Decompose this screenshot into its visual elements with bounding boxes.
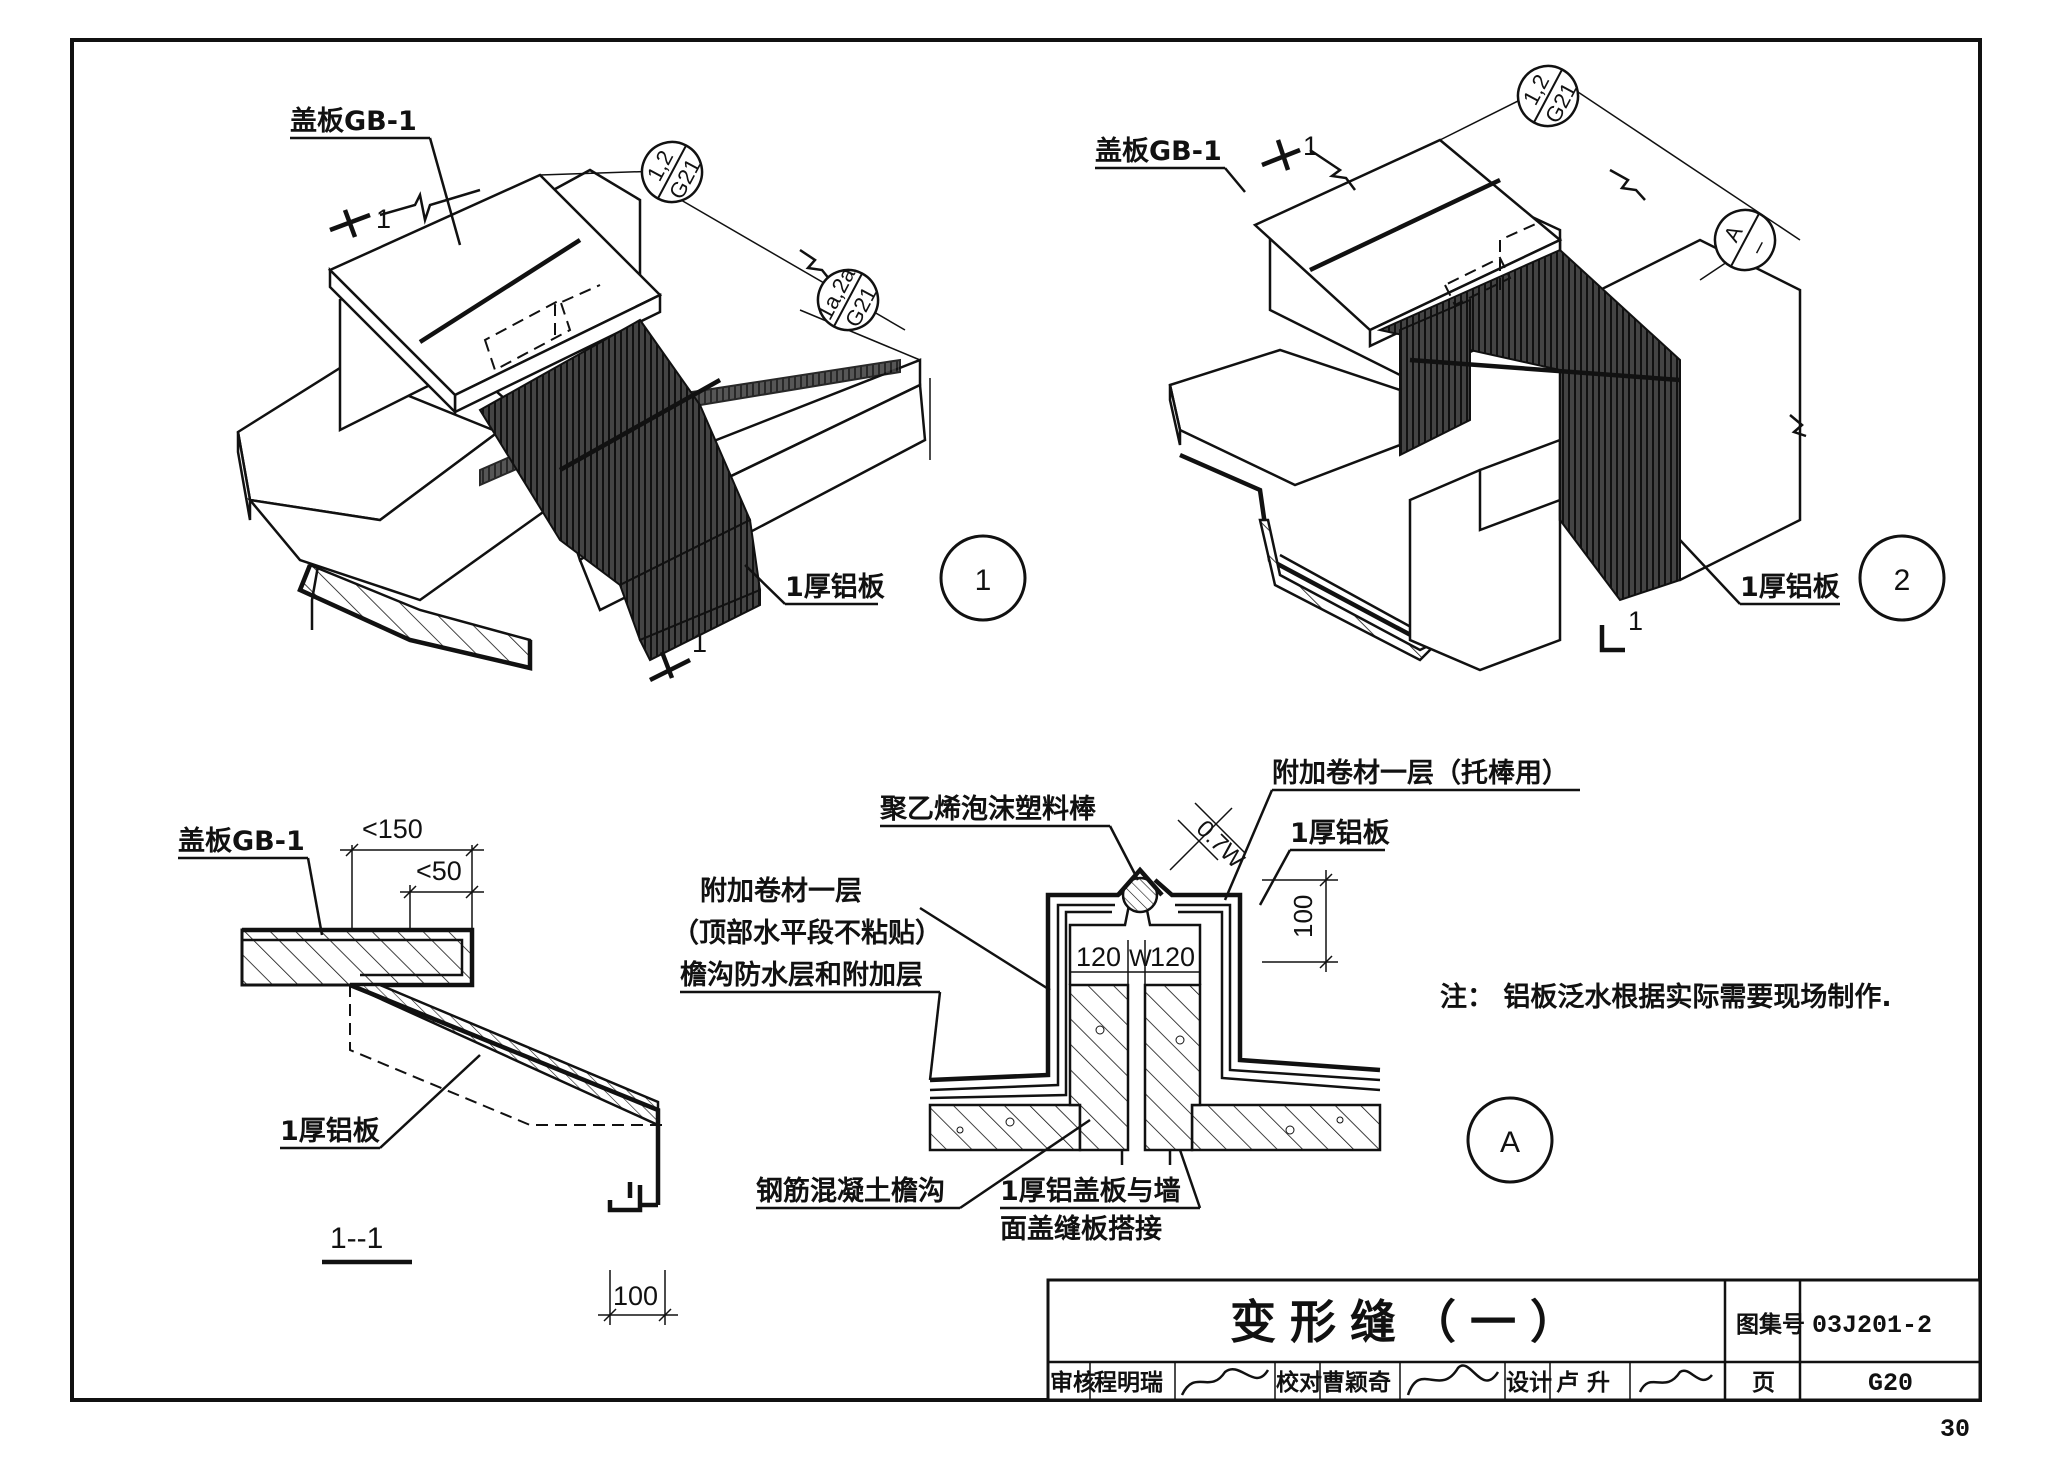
label-rc-gutter: 钢筋混凝土檐沟: [756, 1175, 945, 1207]
title-block-page-label: 页: [1752, 1370, 1775, 1396]
label-cover-plate-1: 盖板GB-1: [290, 106, 417, 137]
detail-2-isometric: 1 1: [1168, 79, 1807, 672]
label-alu-2: 1厚铝板: [1740, 572, 1840, 603]
title-block-atlas-label: 图集号: [1736, 1311, 1805, 1338]
label-cover-plate-2: 盖板GB-1: [1095, 136, 1222, 167]
detail-marker-2: 2: [1858, 534, 1946, 622]
detail-marker-1: 1: [939, 534, 1027, 622]
title-block-review-label: 审核: [1050, 1369, 1096, 1396]
dim-w: W: [1129, 945, 1152, 972]
note-text: 注： 铝板泛水根据实际需要现场制作.: [1440, 981, 1892, 1013]
ref-bubble-a: A –: [1713, 208, 1777, 272]
title-block-design-label: 设计: [1506, 1370, 1552, 1396]
section-mark-top-2: 1: [1303, 131, 1318, 161]
dim-120-left: 120: [1076, 942, 1121, 972]
title-block-designer: 卢 升: [1556, 1370, 1610, 1396]
section-mark-bottom-2: 1: [1628, 606, 1643, 636]
section-mark-bottom-1: 1: [692, 628, 707, 658]
label-cover-plate-section: 盖板GB-1: [178, 826, 305, 857]
detail-1-isometric: 1 1: [236, 168, 931, 683]
detail-marker-a: A: [1466, 1096, 1554, 1184]
ref-bubble-1-2: 1,2 G21: [640, 140, 706, 204]
dim-100-right: 100: [1288, 895, 1318, 938]
dim-120-right: 120: [1150, 942, 1195, 972]
dim-100-bottom: 100: [613, 1281, 658, 1311]
label-alu-cover-lap-2: 面盖缝板搭接: [1000, 1213, 1162, 1245]
label-alu-detail-a: 1厚铝板: [1290, 818, 1390, 849]
title-block-reviewer: 程明瑞: [1094, 1370, 1163, 1396]
title-block-title: 变形缝（一）: [1230, 1295, 1590, 1349]
label-top-not-bonded: （顶部水平段不粘贴）: [672, 917, 942, 949]
label-foam-rod: 聚乙烯泡沫塑料棒: [879, 793, 1097, 825]
detail-marker-a-text: A: [1500, 1126, 1520, 1159]
dim-lt50: <50: [416, 856, 462, 886]
label-alu-1: 1厚铝板: [785, 572, 885, 603]
sheet-border: [70, 38, 1982, 1402]
label-alu-cover-lap-1: 1厚铝盖板与墙: [1000, 1176, 1181, 1207]
detail-marker-1-text: 1: [975, 564, 992, 597]
sheet-page-number: 30: [1940, 1415, 1970, 1444]
title-block-checker: 曹颖奇: [1322, 1369, 1391, 1396]
ref-bubble-1a-2a: 1a,2a G21: [812, 263, 882, 332]
title-block-atlas-no: 03J201-2: [1812, 1311, 1932, 1340]
label-alu-section: 1厚铝板: [280, 1116, 380, 1147]
title-block-page-no: G20: [1868, 1369, 1913, 1398]
title-block: [1046, 1278, 1982, 1402]
title-block-check-label: 校对: [1276, 1369, 1322, 1396]
detail-a-section: [928, 802, 1382, 1165]
label-extra-membrane-rod: 附加卷材一层（托棒用）: [1272, 758, 1569, 789]
label-gutter-waterproof: 檐沟防水层和附加层: [680, 959, 923, 991]
detail-marker-2-text: 2: [1894, 564, 1911, 597]
ref-bubble-1-2-detail-2: 1,2 G21: [1516, 64, 1582, 128]
label-extra-membrane: 附加卷材一层: [700, 876, 862, 907]
section-title: 1--1: [330, 1222, 383, 1255]
section-mark-top-1: 1: [376, 204, 391, 234]
section-1-1: [240, 843, 678, 1325]
dim-lt150: <150: [362, 814, 423, 844]
